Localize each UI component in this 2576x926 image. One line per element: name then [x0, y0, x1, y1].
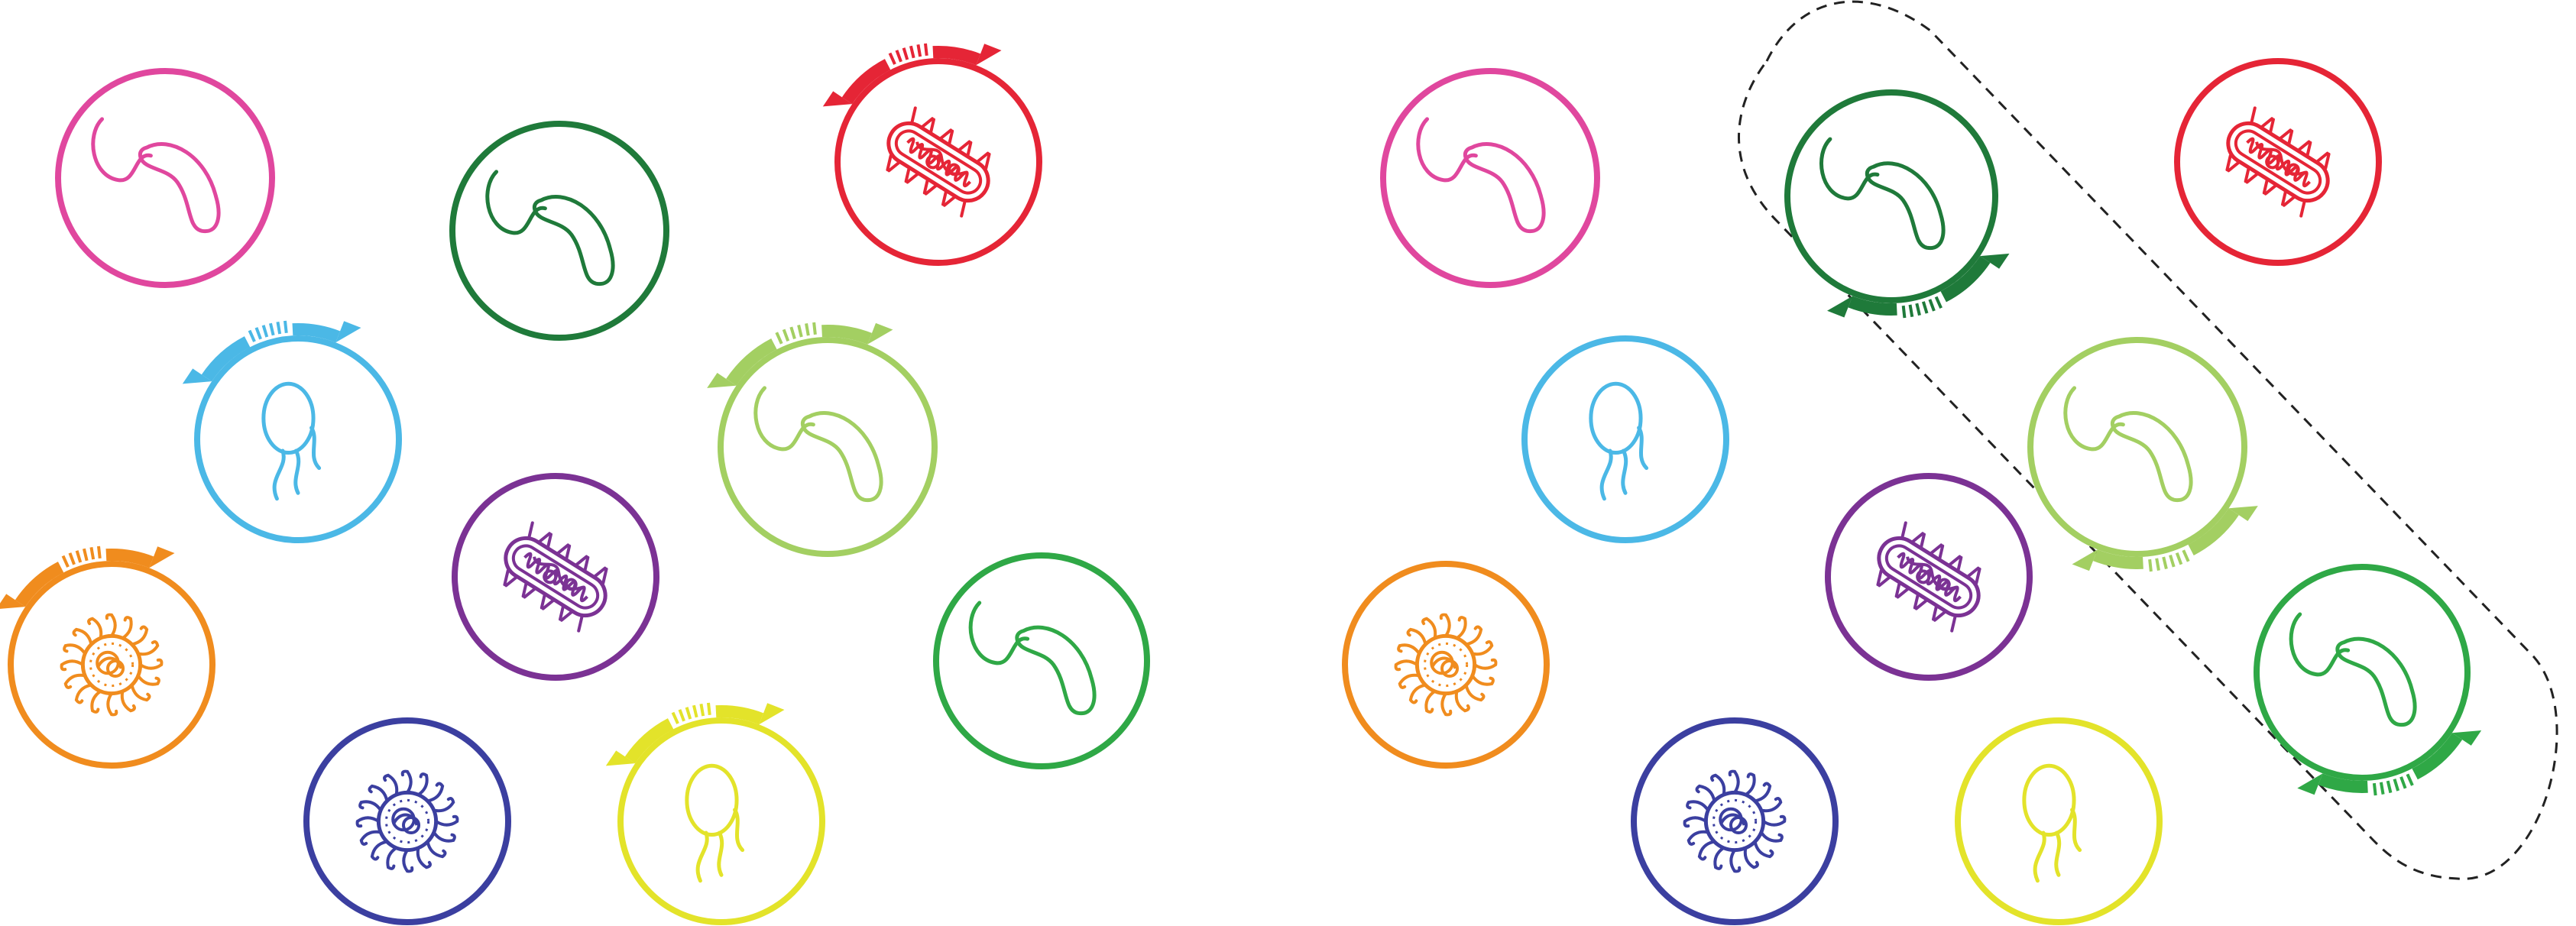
- signal-marker-icon: [2072, 506, 2258, 572]
- cell-indigo: [303, 717, 511, 925]
- cell-ring: [55, 68, 275, 288]
- panel-right-canvas: [1342, 0, 2558, 925]
- cell-pink: [1380, 68, 1600, 288]
- cell-body: [138, 142, 221, 234]
- flagellum: [1416, 117, 1478, 183]
- panel-left: [0, 43, 1150, 925]
- cell-ring: [1521, 335, 1729, 543]
- cell-ring: [194, 335, 402, 543]
- flagellum: [695, 830, 709, 883]
- cell-lime: [707, 322, 938, 557]
- rod-body: [2225, 106, 2331, 218]
- cell-lime: [2027, 337, 2258, 572]
- cell-purple: [452, 473, 659, 681]
- cell-ring: [718, 337, 938, 557]
- flagellum: [2063, 386, 2125, 452]
- signal-marker-icon: [0, 546, 175, 609]
- flagellum: [91, 117, 153, 183]
- signal-marker-icon: [1827, 253, 2010, 319]
- coccus-fimbriae-icon: [1394, 613, 1498, 717]
- cell-ring: [1955, 717, 2163, 925]
- flagellum: [753, 386, 815, 452]
- signal-marker-icon: [182, 320, 361, 384]
- panel-left-canvas: [0, 43, 1150, 925]
- cell-sky_blue: [182, 320, 402, 543]
- cell-mid_green: [933, 552, 1150, 769]
- cell-orange: [1342, 561, 1550, 769]
- flagellum: [485, 170, 547, 235]
- cell-sky_blue: [1521, 335, 1729, 543]
- vibrio-bacterium-icon: [2063, 386, 2193, 503]
- cell-orange: [0, 546, 215, 769]
- cell-ring: [1784, 89, 1998, 303]
- rod-bacterium-icon: [1876, 521, 1981, 633]
- cell-body: [1015, 625, 1097, 716]
- cell-body: [261, 381, 316, 455]
- cell-red: [2174, 58, 2382, 266]
- rod-body: [886, 106, 991, 218]
- signal-marker-icon: [605, 702, 785, 766]
- cell-body: [1589, 381, 1643, 455]
- flagellum: [272, 448, 286, 501]
- coccus-fimbriae-icon: [355, 769, 459, 873]
- cell-body: [800, 411, 883, 503]
- cell-dark_green: [1784, 89, 2010, 319]
- cell-ring: [933, 552, 1150, 769]
- rod-bacterium-icon: [503, 521, 608, 633]
- signal-marker-icon: [707, 322, 893, 388]
- flagellum: [2289, 612, 2351, 677]
- flagellated-cell-icon: [261, 381, 322, 501]
- cell-ring: [449, 121, 669, 341]
- panel-right: [1288, 0, 2576, 926]
- vibrio-bacterium-icon: [1819, 137, 1946, 251]
- cell-body: [2335, 636, 2417, 727]
- vibrio-bacterium-icon: [968, 601, 1097, 716]
- cell-body: [1463, 142, 1546, 234]
- cell-body: [1865, 161, 1946, 251]
- vibrio-bacterium-icon: [1416, 117, 1546, 234]
- cell-ring: [2027, 337, 2247, 557]
- cell-yellow: [1955, 717, 2163, 925]
- cell-mid_green: [2254, 564, 2482, 796]
- vibrio-bacterium-icon: [485, 170, 615, 287]
- flagellated-cell-icon: [2022, 763, 2082, 883]
- flagellated-cell-icon: [1589, 381, 1649, 501]
- cell-yellow: [605, 702, 825, 925]
- cell-indigo: [1631, 717, 1839, 925]
- flagellated-cell-icon: [685, 763, 745, 883]
- cell-ring: [617, 717, 825, 925]
- flagellum: [1599, 448, 1613, 501]
- vibrio-bacterium-icon: [91, 117, 221, 234]
- rod-body: [503, 521, 608, 633]
- coccus-fimbriae-icon: [1683, 769, 1787, 873]
- vibrio-bacterium-icon: [2289, 612, 2417, 727]
- cell-red: [822, 43, 1042, 266]
- cell-purple: [1825, 473, 2033, 681]
- group-outline: [1738, 0, 2558, 880]
- flagellum: [968, 601, 1030, 665]
- rod-bacterium-icon: [886, 106, 991, 218]
- rod-body: [1876, 521, 1981, 633]
- cell-dark_green: [449, 121, 669, 341]
- signal-marker-icon: [2297, 730, 2482, 796]
- signal-marker-icon: [822, 43, 1002, 107]
- coccus-fimbriae-icon: [60, 613, 164, 717]
- cell-body: [2022, 763, 2076, 837]
- cell-ring: [2254, 564, 2471, 781]
- cell-body: [685, 763, 739, 837]
- cell-ring: [1380, 68, 1600, 288]
- cell-body: [2110, 411, 2193, 503]
- flagellum: [2033, 830, 2046, 883]
- cell-pink: [55, 68, 275, 288]
- vibrio-bacterium-icon: [753, 386, 883, 503]
- cell-body: [532, 195, 615, 287]
- rod-bacterium-icon: [2225, 106, 2331, 218]
